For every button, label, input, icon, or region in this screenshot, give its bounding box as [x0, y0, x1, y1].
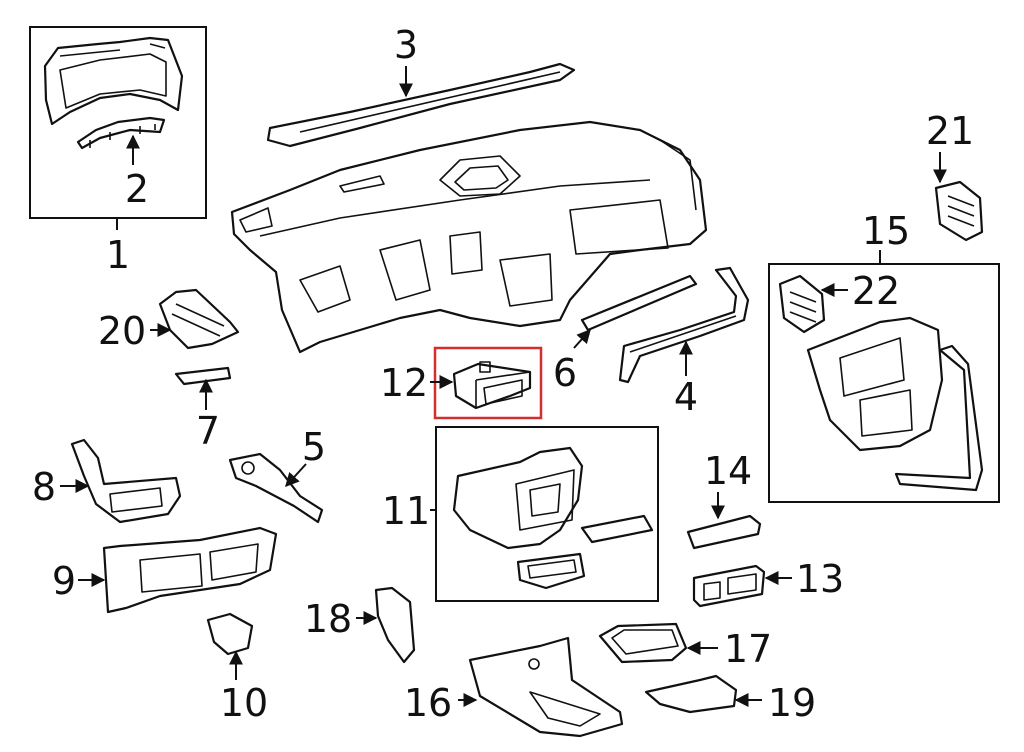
callout-3: 3: [394, 23, 418, 67]
part-mat-17: [598, 622, 688, 664]
group-frame-11: [435, 426, 659, 602]
part-instrument-panel: [230, 120, 708, 354]
part-vent-22: [778, 274, 826, 334]
callout-6: 6: [553, 351, 577, 395]
callout-8: 8: [32, 465, 56, 509]
part-lower-trim-4: [618, 266, 750, 384]
part-upper-pad: [266, 62, 576, 148]
part-switch-panel-13: [692, 564, 766, 608]
callout-2: 2: [125, 167, 149, 211]
callout-13: 13: [796, 557, 844, 601]
callout-18: 18: [304, 597, 352, 641]
part-lower-panel-9: [102, 526, 278, 614]
callout-19: 19: [768, 681, 816, 725]
callout-15: 15: [862, 209, 910, 253]
callout-14: 14: [704, 449, 752, 493]
part-clip-7: [174, 366, 232, 386]
callout-16: 16: [404, 681, 452, 725]
callout-9: 9: [52, 559, 76, 603]
callout-21: 21: [926, 109, 974, 153]
part-duct-19: [644, 674, 738, 714]
callout-1: 1: [106, 233, 130, 277]
callout-11: 11: [382, 489, 430, 533]
part-vent-21: [934, 180, 984, 242]
part-knee-trim-8: [70, 438, 182, 524]
callout-10: 10: [220, 681, 268, 725]
part-module-12: [452, 361, 532, 410]
part-cluster-hood: [43, 36, 184, 126]
part-bracket-10: [206, 612, 254, 656]
part-console-lid-11: [580, 514, 654, 544]
callout-20: 20: [98, 309, 146, 353]
part-console-box-11: [516, 552, 586, 590]
part-center-bezel-15: [806, 316, 944, 452]
callout-7: 7: [196, 409, 220, 453]
part-side-vent-20: [158, 288, 240, 350]
callout-12: 12: [380, 361, 428, 405]
callout-4: 4: [674, 375, 698, 419]
callout-5: 5: [302, 425, 326, 469]
part-cluster-bracket: [76, 116, 166, 150]
part-trim-14: [686, 514, 762, 550]
part-lower-cover-16: [468, 636, 624, 738]
part-trim-rail-15: [894, 344, 984, 492]
part-trim-strip-6: [580, 274, 698, 332]
group-frame-15: [768, 263, 1000, 503]
part-console-11: [452, 446, 584, 550]
callout-17: 17: [724, 627, 772, 671]
part-side-cover-18: [374, 586, 416, 664]
callout-22: 22: [852, 269, 900, 313]
part-side-trim-5: [228, 452, 324, 524]
